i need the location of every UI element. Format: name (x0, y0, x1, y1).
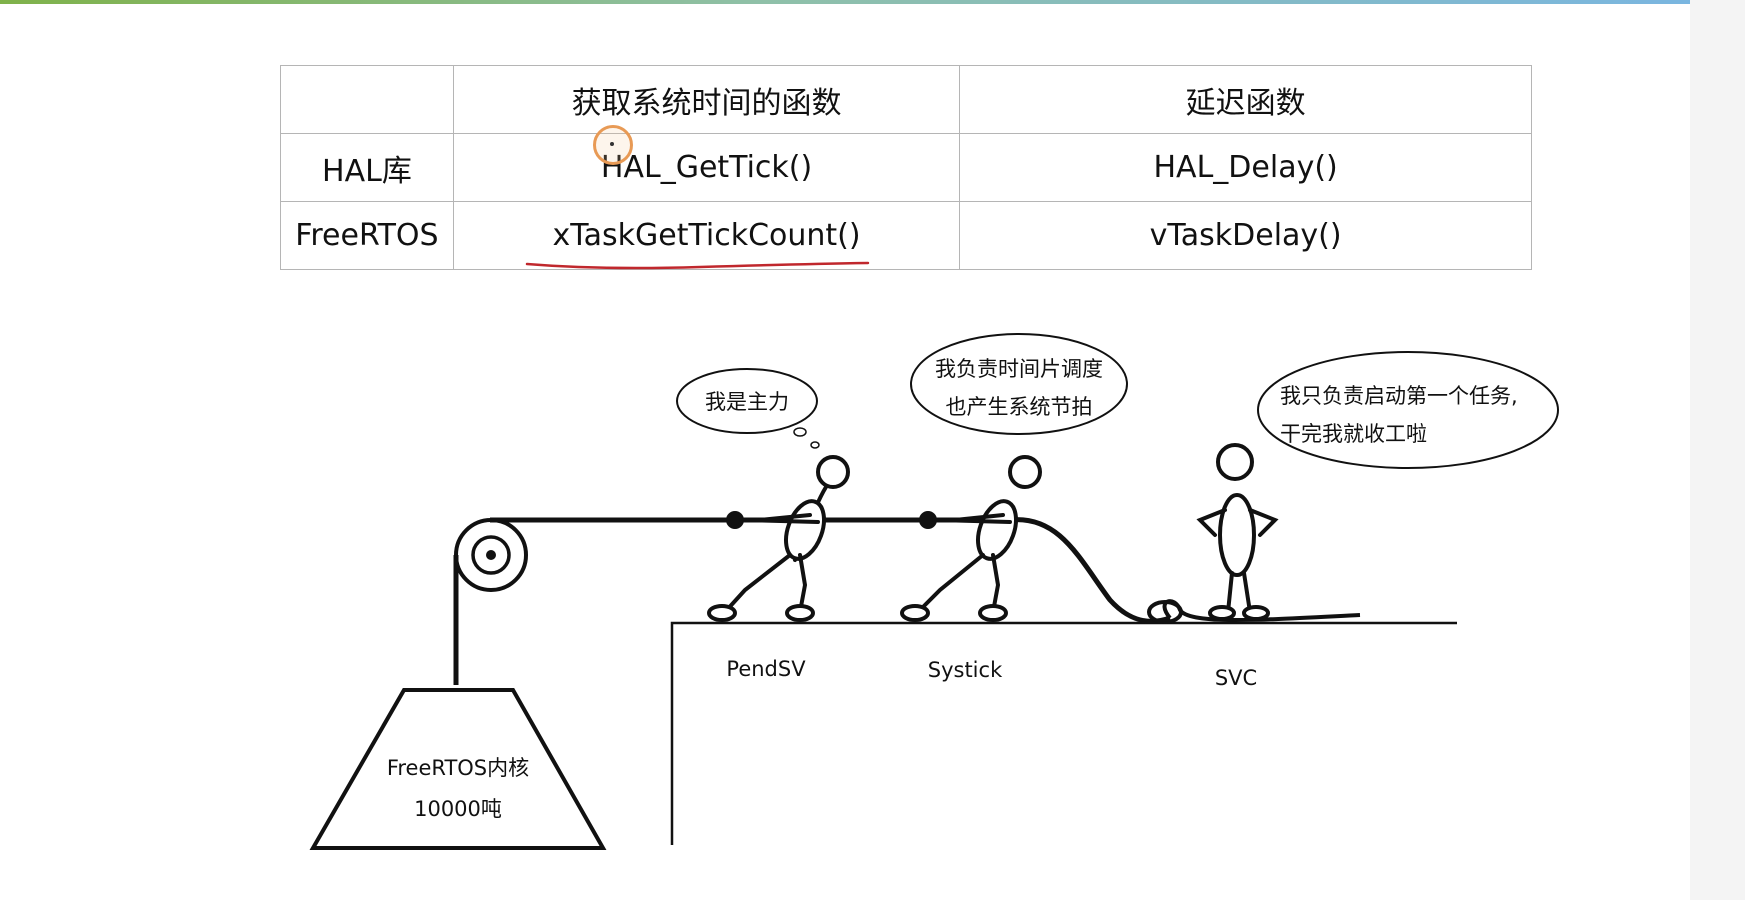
header-get-time-functions: 获取系统时间的函数 (452, 65, 961, 134)
pulley-icon (454, 518, 528, 592)
top-gradient-bar (0, 0, 1690, 4)
systick-speech-line-1: 我负责时间片调度 (935, 357, 1103, 381)
platform-edge (670, 621, 1457, 845)
table-row: FreeRTOS xTaskGetTickCount() vTaskDelay(… (280, 201, 1532, 270)
rope-slack (1009, 517, 1171, 624)
load-label-name: FreeRTOS内核 (387, 756, 529, 780)
load-label-weight: 10000吨 (414, 797, 502, 821)
pendsv-thought-bubble: 我是主力 (676, 368, 820, 449)
pendsv-stick-figure (707, 455, 850, 622)
table-corner-cell (280, 65, 454, 134)
svc-speech-line-1: 我只负责启动第一个任务, (1280, 384, 1518, 408)
figure-label-svc: SVC (1215, 666, 1257, 690)
right-edge-strip (1690, 0, 1745, 900)
row-label-freertos: FreeRTOS (280, 201, 454, 270)
pointer-dot (610, 142, 614, 146)
cell-xtaskgettickcount: xTaskGetTickCount() (452, 201, 961, 270)
rope-coil (1147, 600, 1183, 624)
cell-hal-delay: HAL_Delay() (959, 133, 1532, 202)
tug-of-war-diagram: FreeRTOS内核 10000吨 Pend (309, 333, 1559, 850)
comparison-table: 获取系统时间的函数 延迟函数 HAL库 HAL_GetTick() HAL_De… (280, 65, 1532, 270)
systick-stick-figure (900, 455, 1042, 622)
figure-label-pendsv: PendSV (726, 657, 806, 681)
systick-speech-line-2: 也产生系统节拍 (946, 395, 1093, 419)
systick-speech-bubble: 我负责时间片调度 也产生系统节拍 (910, 333, 1128, 435)
kernel-load-weight: FreeRTOS内核 10000吨 (309, 688, 607, 850)
table-row: HAL库 HAL_GetTick() HAL_Delay() (280, 133, 1532, 202)
svc-speech-line-2: 干完我就收工啦 (1280, 422, 1427, 446)
pendsv-speech-line: 我是主力 (705, 390, 789, 414)
table-header-row: 获取系统时间的函数 延迟函数 (280, 65, 1532, 134)
figure-label-systick: Systick (928, 658, 1003, 682)
cell-vtaskdelay: vTaskDelay() (959, 201, 1532, 270)
row-label-hal: HAL库 (280, 133, 454, 202)
cell-hal-gettick: HAL_GetTick() (452, 133, 961, 202)
svc-stick-figure (1196, 443, 1279, 621)
svc-speech-bubble: 我只负责启动第一个任务, 干完我就收工啦 (1257, 351, 1559, 469)
header-delay-functions: 延迟函数 (959, 65, 1532, 134)
underlined-function: xTaskGetTickCount() (552, 218, 861, 253)
